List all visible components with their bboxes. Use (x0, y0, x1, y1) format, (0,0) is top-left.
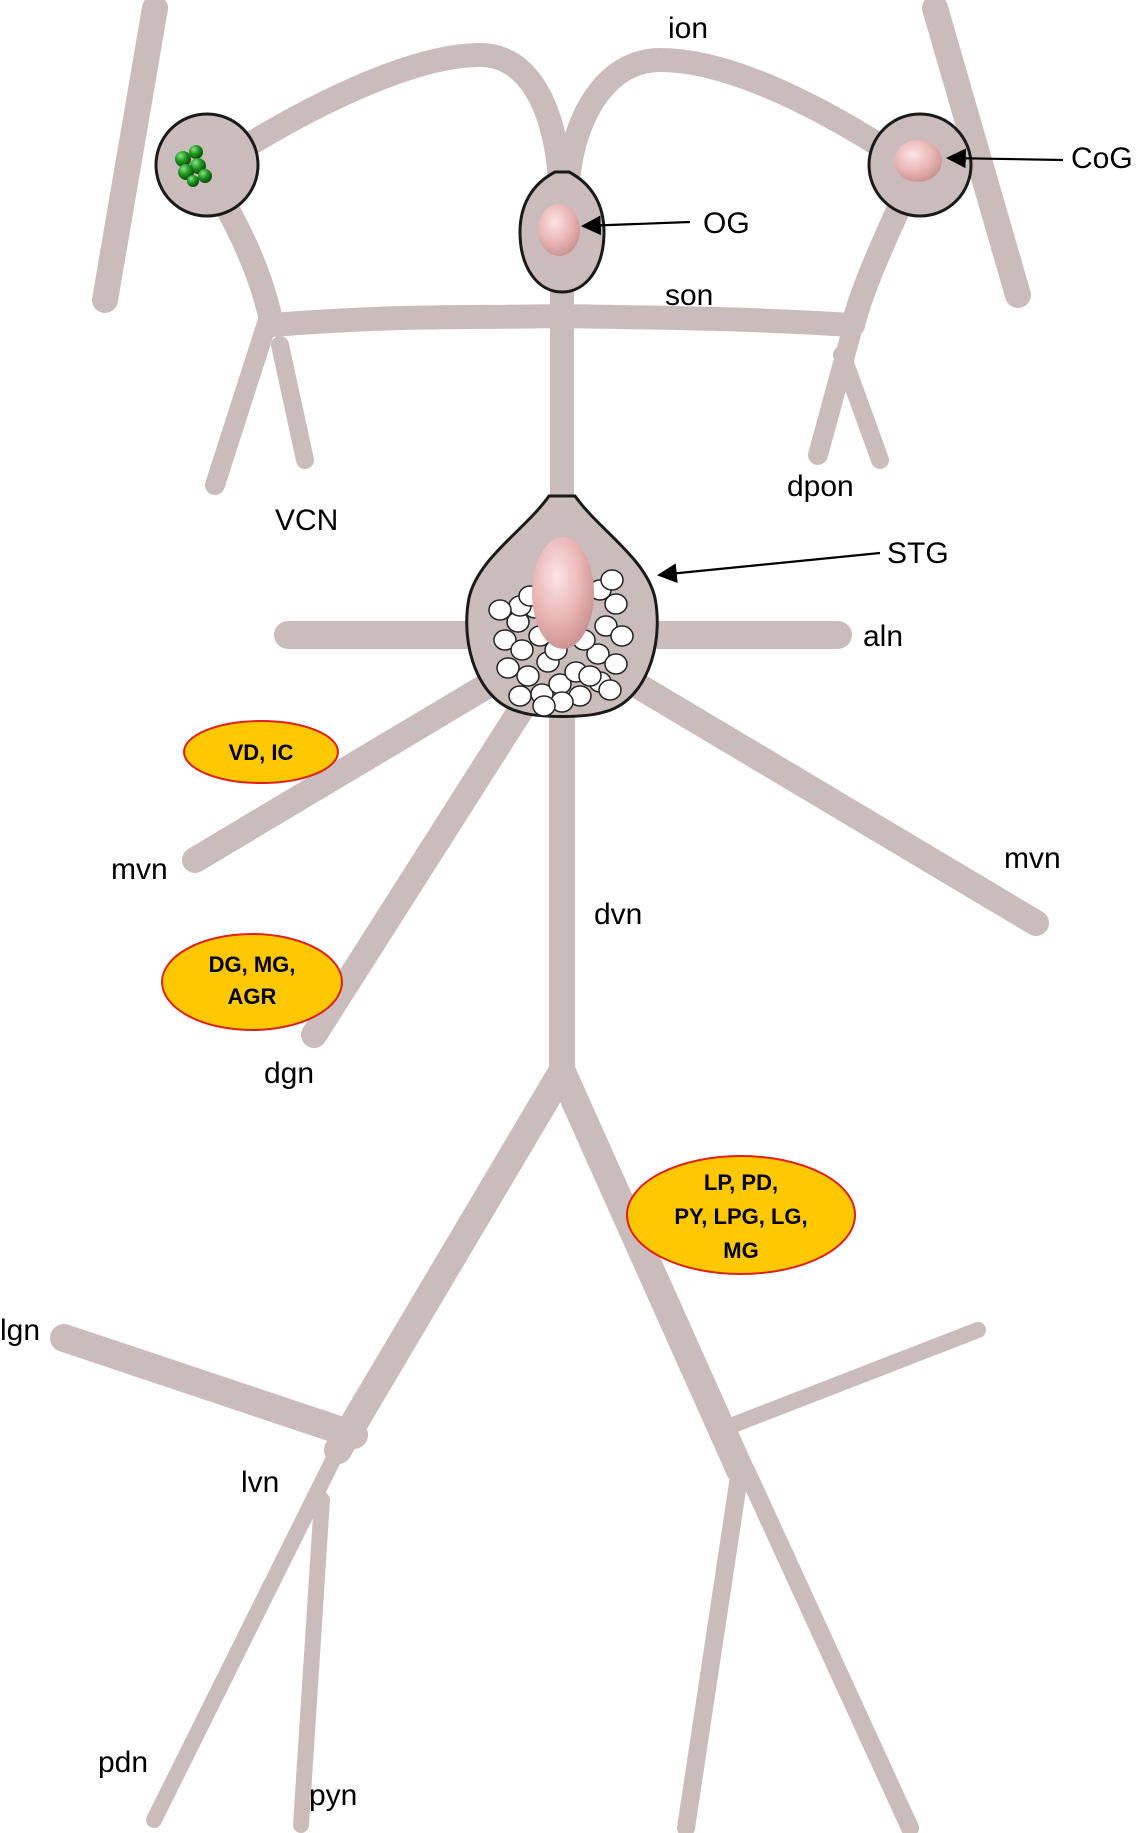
label-og: OG (703, 207, 750, 240)
badge-vd-ic-line-1: VD, IC (229, 740, 294, 765)
badge-dg-mg-agr-line-1: DG, MG, (209, 952, 296, 977)
pdn (146, 1442, 346, 1828)
white-cell (496, 657, 520, 679)
nerve-labels: ion CoG OG son dpon VCN STG aln mvn mvn … (0, 12, 1133, 1812)
label-lgn: lgn (0, 1314, 40, 1347)
left-cog-to-son (216, 198, 284, 337)
label-dvn: dvn (594, 898, 642, 931)
ion-left (228, 43, 572, 192)
nerve-network (50, 0, 1049, 1833)
right-lower-a (677, 1461, 749, 1833)
badge-lp-group: LP, PD, PY, LPG, LG, MG (626, 1155, 856, 1275)
left-cog-ganglion (154, 112, 260, 218)
label-cog: CoG (1071, 142, 1133, 175)
ion-right (556, 48, 899, 192)
white-cell (578, 665, 602, 687)
white-cell (510, 639, 534, 661)
neuron-badges: VD, IC DG, MG, AGR LP, PD, PY, LPG, LG, … (161, 720, 856, 1275)
right-side-branch (725, 1322, 986, 1433)
stg-arrow (657, 551, 881, 584)
label-vcn: VCN (275, 504, 338, 537)
right-cog-to-son (841, 198, 910, 337)
white-cell (508, 685, 532, 707)
label-lvn: lvn (241, 1466, 279, 1499)
white-cell (610, 625, 634, 647)
white-cell (604, 653, 628, 675)
dvn-right-upper (548, 1058, 754, 1484)
label-son: son (665, 279, 713, 312)
vcn-branch-a (205, 310, 278, 495)
dgn (301, 695, 535, 1048)
badge-lp-group-line-3: MG (723, 1238, 758, 1263)
vcn-branch-b (271, 336, 314, 469)
white-cell (600, 569, 624, 591)
label-dpon: dpon (787, 470, 854, 503)
label-pdn: pdn (98, 1746, 148, 1779)
badge-vd-ic: VD, IC (183, 720, 339, 784)
badge-dg-mg-agr: DG, MG, AGR (161, 933, 343, 1031)
label-mvn-right: mvn (1004, 842, 1061, 875)
white-cell (586, 643, 610, 665)
dpon-branch-b (833, 346, 889, 469)
pyn (293, 1492, 330, 1833)
white-cell (493, 629, 517, 651)
left-cog-connective (92, 0, 168, 313)
label-mvn-left: mvn (111, 853, 168, 886)
mvn-right (612, 665, 1049, 936)
cog-neuron (894, 140, 942, 182)
og-neuron (538, 204, 580, 256)
white-cell (532, 695, 556, 717)
white-cell (516, 665, 540, 687)
green-cell-cluster-icon (175, 145, 212, 187)
badge-lp-group-line-2: PY, LPG, LG, (674, 1204, 807, 1229)
right-cog-connective (922, 0, 1031, 308)
stg-large-neuron (532, 537, 594, 649)
label-ion: ion (668, 12, 708, 45)
white-cell (598, 679, 622, 701)
neuron-somata (175, 140, 942, 717)
lgn (50, 1324, 368, 1449)
label-stg: STG (887, 537, 949, 570)
right-lower-b (737, 1461, 919, 1833)
badge-dg-mg-agr-line-2: AGR (228, 984, 277, 1009)
white-cell (594, 615, 618, 637)
mvn-left (182, 665, 513, 873)
lvn-upper (324, 1058, 576, 1464)
label-pyn: pyn (309, 1779, 357, 1812)
white-cell (604, 593, 628, 615)
white-cell (488, 599, 512, 621)
badge-lp-group-line-1: LP, PD, (704, 1170, 778, 1195)
label-dgn: dgn (264, 1057, 314, 1090)
label-aln: aln (863, 620, 903, 653)
cog-arrow (946, 148, 1064, 169)
pointer-arrows (581, 148, 1064, 584)
og-arrow (581, 215, 691, 236)
